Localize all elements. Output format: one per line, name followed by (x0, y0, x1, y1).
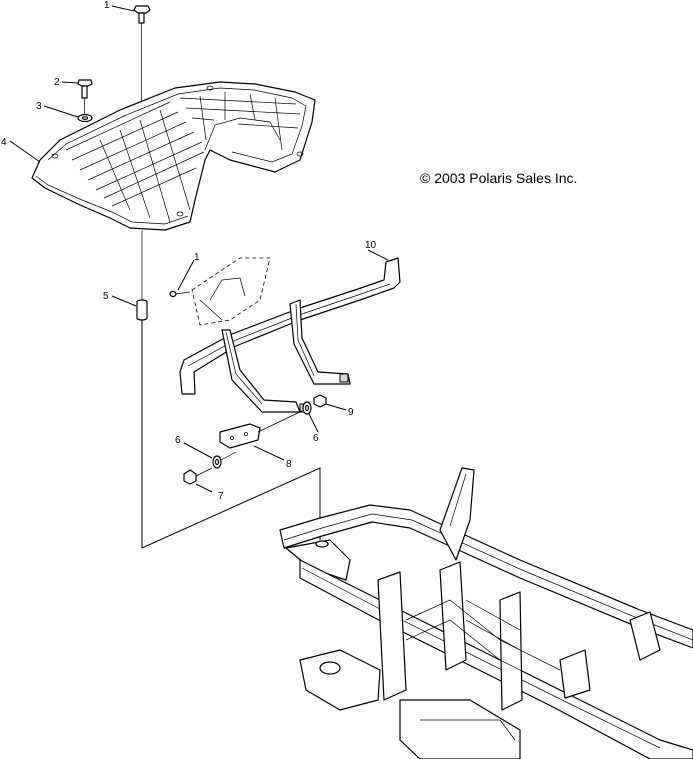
part-washer-6-lower (212, 451, 237, 469)
part-nut-9 (313, 394, 327, 408)
part-spacer (136, 230, 148, 321)
callout-8: 8 (286, 459, 292, 470)
part-washer-6-upper (302, 401, 312, 415)
callout-1-mid: 1 (194, 252, 200, 263)
part-washer-3 (77, 113, 93, 123)
callout-2: 2 (54, 77, 60, 88)
callout-9: 9 (348, 407, 354, 418)
callout-10: 10 (365, 240, 377, 251)
part-screw-small (169, 290, 191, 298)
part-plate-8 (219, 409, 305, 449)
part-rear-bumper (179, 257, 401, 413)
callout-5: 5 (103, 291, 109, 302)
copyright-text: © 2003 Polaris Sales Inc. (420, 170, 577, 186)
part-bolt-7 (183, 467, 213, 485)
part-bracket-dashed (191, 257, 271, 326)
callout-4: 4 (1, 137, 7, 148)
callout-7: 7 (218, 491, 224, 502)
callout-1-top: 1 (104, 0, 110, 11)
part-rack-carrier (31, 81, 316, 231)
callout-3: 3 (36, 101, 42, 112)
leader-line-main (141, 320, 321, 549)
part-vehicle-frame (279, 467, 693, 759)
part-bolt (77, 79, 93, 118)
callout-6-upper: 6 (313, 433, 319, 444)
callout-6-lower: 6 (175, 435, 181, 446)
